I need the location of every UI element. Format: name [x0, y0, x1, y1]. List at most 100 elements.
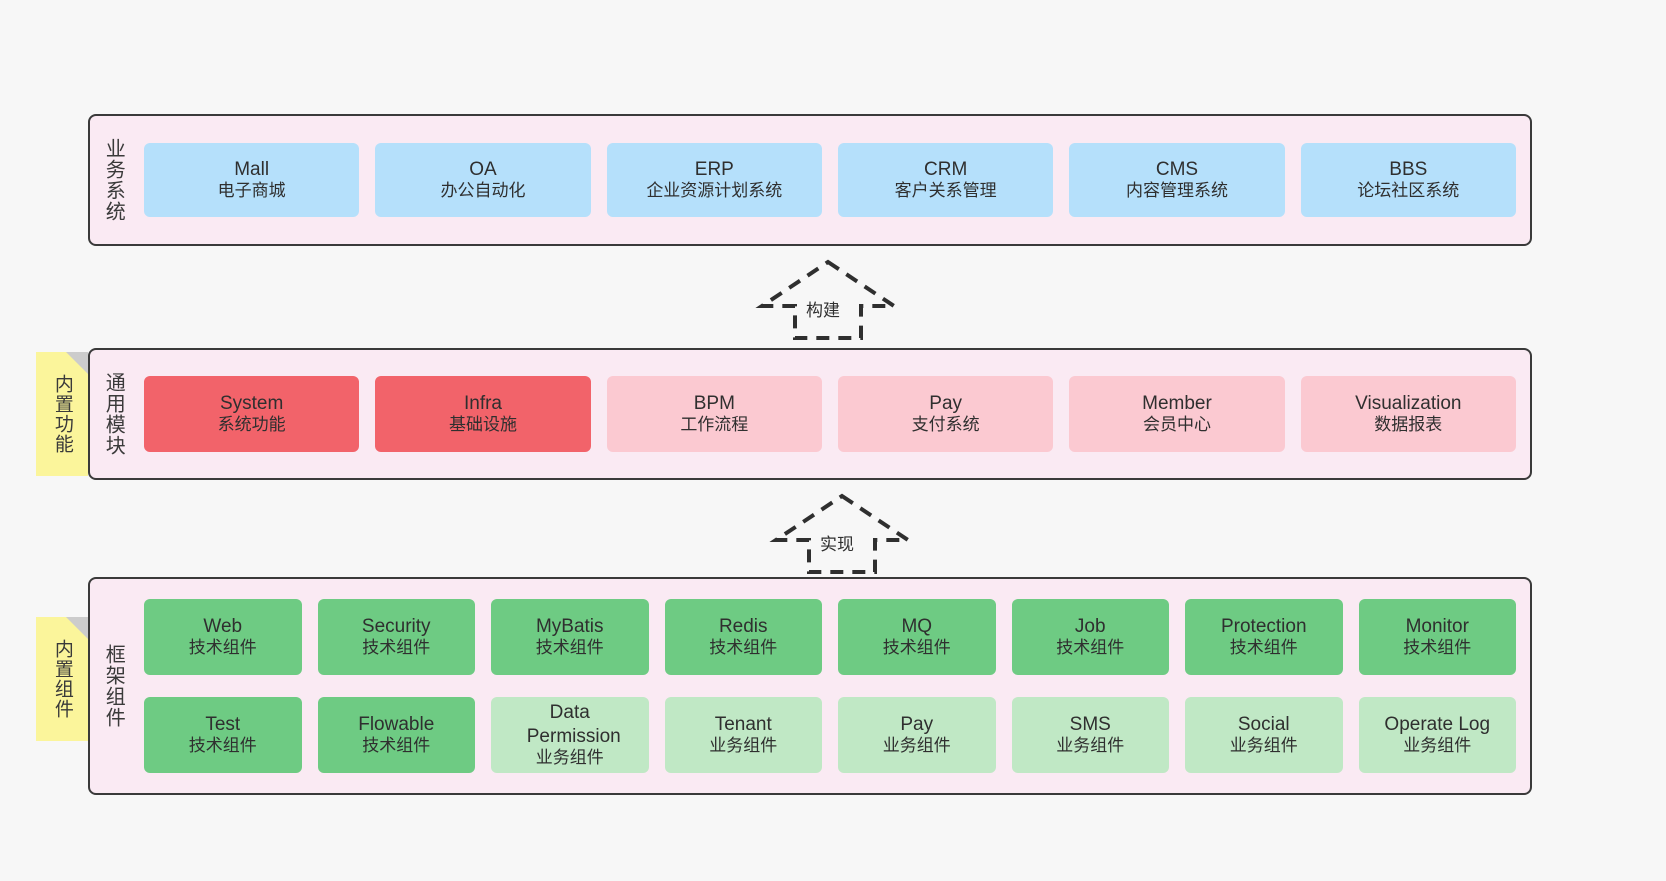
- box-subtitle: 会员中心: [1142, 415, 1211, 435]
- box-title: Flowable: [358, 714, 435, 736]
- box-title: Pay: [900, 714, 934, 736]
- box-subtitle: 客户关系管理: [894, 181, 997, 201]
- box-title: Tenant: [714, 714, 772, 736]
- box-title: Security: [361, 616, 431, 638]
- layer-framework-component: 框架组件 Web 技术组件 Security 技术组件 MyBatis 技术组件…: [88, 577, 1532, 795]
- box-visualization[interactable]: Visualization 数据报表: [1300, 376, 1516, 452]
- box-title: Social: [1237, 714, 1290, 736]
- note-fold-corner-icon: [66, 617, 88, 639]
- box-title: Visualization: [1355, 393, 1462, 415]
- box-title: Web: [203, 616, 243, 638]
- note-builtin-component: 内置组件: [36, 617, 88, 741]
- box-title: CMS: [1155, 159, 1199, 181]
- box-subtitle: 技术组件: [188, 638, 257, 658]
- box-title: Monitor: [1405, 616, 1469, 638]
- box-data-permission[interactable]: Data Permission 业务组件: [491, 697, 649, 773]
- box-title: MyBatis: [535, 616, 604, 638]
- box-mq[interactable]: MQ 技术组件: [838, 599, 996, 675]
- layer-label-business-system: 业务系统: [102, 138, 125, 222]
- box-subtitle: 业务组件: [1229, 736, 1298, 756]
- note-label: 内置组件: [51, 639, 73, 719]
- box-title: Infra: [463, 393, 502, 415]
- box-title: BPM: [693, 393, 735, 415]
- layer-common-module: 通用模块 System 系统功能 Infra 基础设施 BPM 工作流程 Pay…: [88, 348, 1532, 480]
- box-pay-module[interactable]: Pay 支付系统: [837, 376, 1054, 452]
- note-fold-corner-icon: [66, 352, 88, 374]
- box-title: OA: [469, 159, 497, 181]
- box-tenant[interactable]: Tenant 业务组件: [664, 697, 822, 773]
- box-pay-component[interactable]: Pay 业务组件: [838, 697, 996, 773]
- box-title: SMS: [1069, 714, 1111, 736]
- box-monitor[interactable]: Monitor 技术组件: [1358, 599, 1516, 675]
- box-title: Member: [1142, 393, 1212, 415]
- box-subtitle: 工作流程: [680, 415, 749, 435]
- box-subtitle: 论坛社区系统: [1357, 181, 1460, 201]
- box-title: MQ: [901, 616, 933, 638]
- box-subtitle: 企业资源计划系统: [646, 181, 783, 201]
- box-flowable[interactable]: Flowable 技术组件: [317, 697, 475, 773]
- box-subtitle: 电子商城: [217, 181, 286, 201]
- box-system[interactable]: System 系统功能: [144, 376, 360, 452]
- box-web[interactable]: Web 技术组件: [144, 599, 302, 675]
- box-title: Pay: [929, 393, 963, 415]
- box-title: Job: [1074, 616, 1106, 638]
- box-security[interactable]: Security 技术组件: [317, 599, 475, 675]
- box-subtitle: 数据报表: [1374, 415, 1443, 435]
- row-business-components: Test 技术组件 Flowable 技术组件 Data Permission …: [144, 697, 1516, 773]
- box-subtitle: 技术组件: [1056, 638, 1125, 658]
- box-subtitle: 技术组件: [1403, 638, 1472, 658]
- box-crm[interactable]: CRM 客户关系管理: [837, 143, 1054, 217]
- box-operate-log[interactable]: Operate Log 业务组件: [1358, 697, 1516, 773]
- box-title: BBS: [1389, 159, 1428, 181]
- row-business-systems: Mall 电子商城 OA 办公自动化 ERP 企业资源计划系统 CRM 客户关系…: [144, 143, 1516, 217]
- box-subtitle: 技术组件: [882, 638, 951, 658]
- box-subtitle: 技术组件: [362, 736, 431, 756]
- row-tech-components: Web 技术组件 Security 技术组件 MyBatis 技术组件 Redi…: [144, 599, 1516, 675]
- box-protection[interactable]: Protection 技术组件: [1185, 599, 1343, 675]
- box-infra[interactable]: Infra 基础设施: [375, 376, 591, 452]
- box-cms[interactable]: CMS 内容管理系统: [1069, 143, 1285, 217]
- note-builtin-function: 内置功能: [36, 352, 88, 476]
- box-social[interactable]: Social 业务组件: [1185, 697, 1343, 773]
- box-subtitle: 基础设施: [448, 415, 517, 435]
- box-job[interactable]: Job 技术组件: [1011, 599, 1169, 675]
- box-oa[interactable]: OA 办公自动化: [375, 143, 591, 217]
- layer-label-common-module: 通用模块: [102, 372, 125, 456]
- box-bpm[interactable]: BPM 工作流程: [606, 376, 822, 452]
- box-bbs[interactable]: BBS 论坛社区系统: [1300, 143, 1516, 217]
- box-title: Redis: [718, 616, 768, 638]
- arrow-build-label: 构建: [804, 296, 842, 321]
- box-subtitle: 技术组件: [1229, 638, 1298, 658]
- box-subtitle: 业务组件: [1056, 736, 1125, 756]
- box-mall[interactable]: Mall 电子商城: [144, 143, 360, 217]
- box-mybatis[interactable]: MyBatis 技术组件: [491, 599, 649, 675]
- box-subtitle: 业务组件: [535, 747, 604, 767]
- box-title: Data Permission: [526, 702, 621, 747]
- layer-label-framework-component: 框架组件: [102, 644, 125, 728]
- box-title: Protection: [1220, 616, 1307, 638]
- box-title: ERP: [694, 159, 734, 181]
- box-member[interactable]: Member 会员中心: [1069, 376, 1285, 452]
- box-redis[interactable]: Redis 技术组件: [664, 599, 822, 675]
- box-subtitle: 业务组件: [1403, 736, 1472, 756]
- arrow-implement-label: 实现: [818, 530, 856, 555]
- box-erp[interactable]: ERP 企业资源计划系统: [606, 143, 822, 217]
- arrow-build: 构建: [755, 258, 901, 340]
- box-title: Test: [205, 714, 241, 736]
- box-subtitle: 系统功能: [217, 415, 286, 435]
- box-subtitle: 技术组件: [535, 638, 604, 658]
- box-subtitle: 业务组件: [882, 736, 951, 756]
- row-common-modules: System 系统功能 Infra 基础设施 BPM 工作流程 Pay 支付系统…: [144, 376, 1516, 452]
- layer-body-framework-component: Web 技术组件 Security 技术组件 MyBatis 技术组件 Redi…: [136, 579, 1530, 793]
- box-title: CRM: [924, 159, 968, 181]
- arrow-implement: 实现: [769, 492, 915, 574]
- box-title: Mall: [234, 159, 270, 181]
- box-subtitle: 业务组件: [709, 736, 778, 756]
- note-label: 内置功能: [51, 374, 73, 454]
- box-subtitle: 办公自动化: [440, 181, 526, 201]
- box-subtitle: 支付系统: [911, 415, 980, 435]
- box-subtitle: 技术组件: [709, 638, 778, 658]
- box-test[interactable]: Test 技术组件: [144, 697, 302, 773]
- box-sms[interactable]: SMS 业务组件: [1011, 697, 1169, 773]
